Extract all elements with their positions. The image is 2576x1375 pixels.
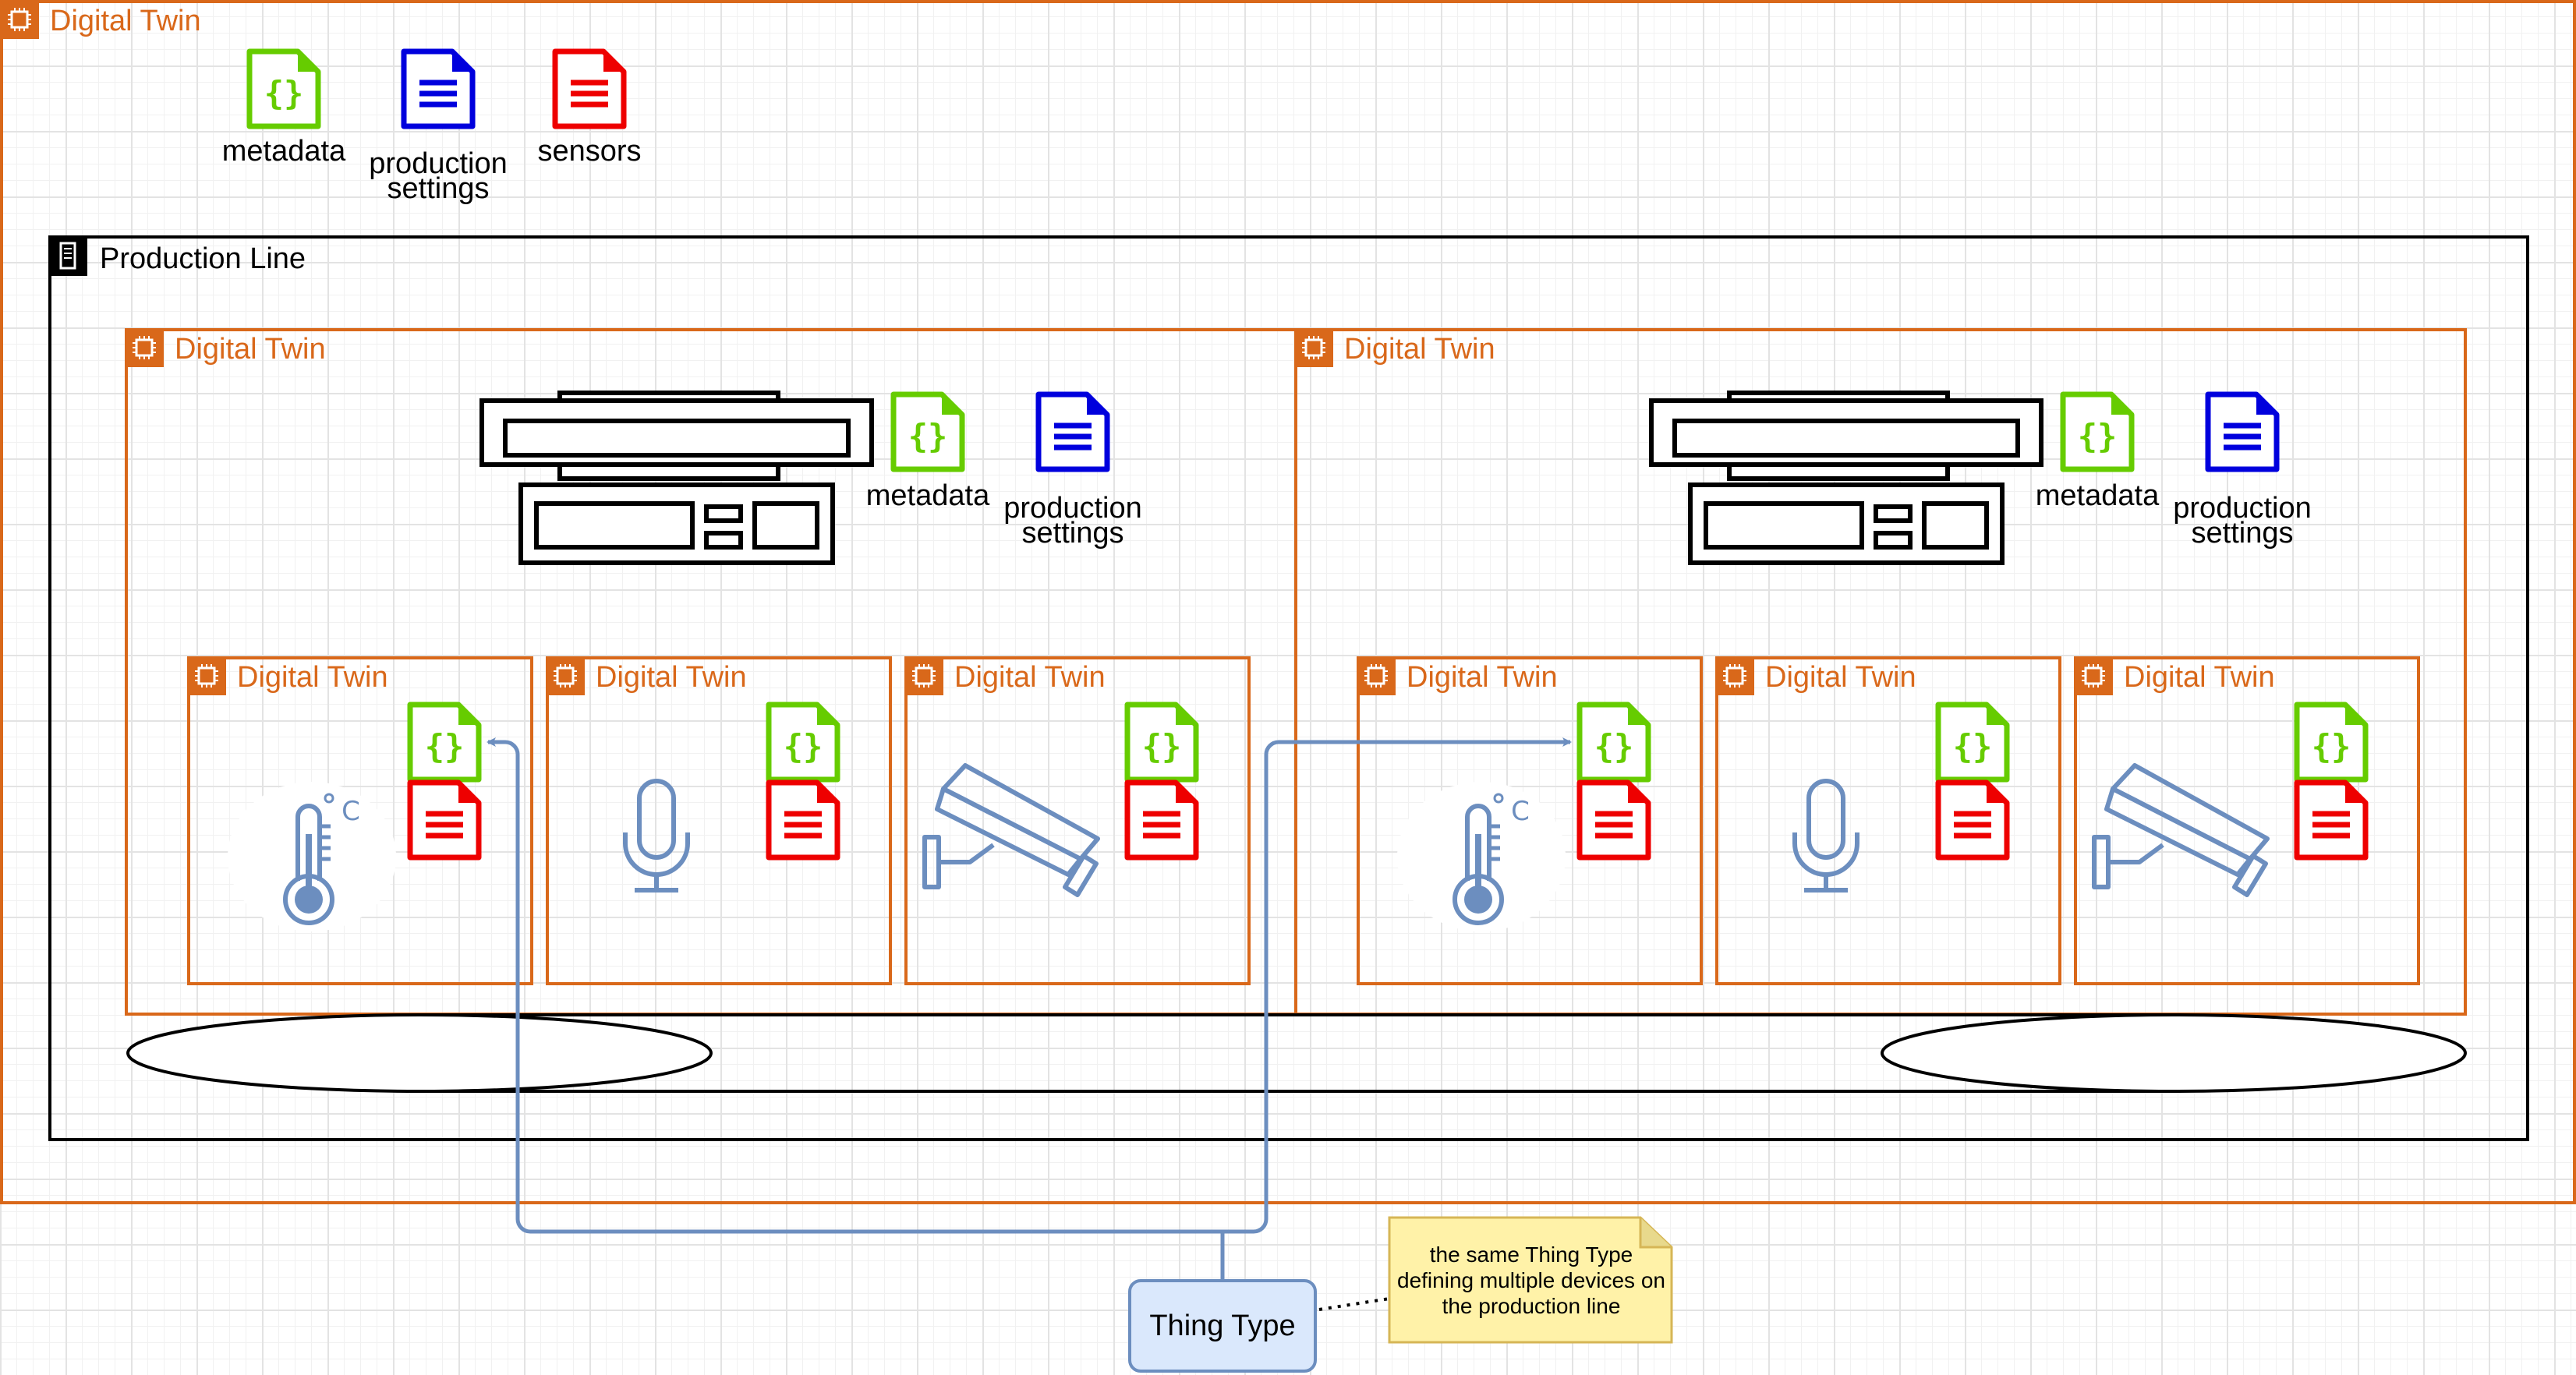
security-camera-icon [2086,762,2281,914]
machine-twin-title: Digital Twin [175,333,326,366]
metadata-icon: {} [407,702,482,786]
machine-twin-title: Digital Twin [1344,333,1495,366]
sensors-icon [407,779,482,864]
production-line-title: Production Line [100,242,306,275]
outer-digital-twin[interactable]: Digital Twin [0,0,2576,1204]
metadata-icon: {} [890,391,965,476]
thing-type-node[interactable]: Thing Type [1128,1279,1317,1373]
metadata-icon: {} [1935,702,2010,786]
sensor-digital-twin[interactable]: Digital Twin [187,656,533,985]
note-link [1318,1297,1390,1311]
chip-icon [1715,656,1754,695]
sensor-digital-twin[interactable]: Digital Twin [2074,656,2420,985]
chip-icon [187,656,226,695]
metadata-icon: {} [2294,702,2369,786]
production-settings-label: production settings [1003,492,1142,550]
metadata-icon: {} [2060,391,2135,476]
note-shape [1388,1216,1673,1344]
metadata-label: metadata [865,479,990,512]
legend-production-settings-icon [401,48,476,133]
sensor-digital-twin[interactable]: Digital Twin [1715,656,2061,985]
sensor-twin-title: Digital Twin [237,661,388,694]
security-camera-icon [917,762,1112,914]
sensors-icon [1576,779,1651,864]
sensor-digital-twin[interactable]: Digital Twin [1357,656,1703,985]
sensor-twin-title: Digital Twin [1407,661,1558,694]
connector-to-sensor-2 [1220,737,1572,1279]
svg-text:{}: {} [908,417,948,455]
chip-icon [1357,656,1396,695]
production-line-box[interactable]: Production Line [48,235,2529,1141]
production-settings-label: production settings [2173,492,2312,550]
svg-text:{}: {} [2312,727,2351,765]
connector-to-sensor-1 [487,737,1225,1279]
metadata-icon: {} [1576,702,1651,786]
chip-icon [1294,328,1333,367]
metadata-icon: {} [1124,702,1199,786]
thermometer-icon: C [220,779,404,938]
svg-text:{}: {} [2078,417,2118,455]
svg-text:{}: {} [264,74,304,112]
chip-icon [546,656,585,695]
sensor-twin-title: Digital Twin [2124,661,2275,694]
chip-icon [2074,656,2113,695]
metadata-icon: {} [766,702,840,786]
svg-text:{}: {} [425,727,465,765]
metadata-label: metadata [2035,479,2160,512]
sensors-icon [1935,779,2010,864]
microphone-icon [621,778,692,899]
server-icon [48,235,87,276]
sensors-icon [2294,779,2369,864]
legend-metadata-label: metadata [221,135,346,168]
legend-sensors-label: sensors [537,135,642,168]
chip-icon [0,0,39,39]
sensor-digital-twin[interactable]: Digital Twin [904,656,1251,985]
legend-sensors-icon [552,48,627,133]
sensor-twin-title: Digital Twin [1765,661,1916,694]
sensor-digital-twin[interactable]: Digital Twin [546,656,892,985]
svg-text:{}: {} [1594,727,1634,765]
svg-text:C: C [341,796,360,827]
production-settings-icon [2205,391,2280,476]
production-machine-icon [479,390,875,573]
chip-icon [904,656,943,695]
svg-text:{}: {} [1953,727,1993,765]
production-settings-icon [1035,391,1110,476]
note-text: the same Thing Type defining multiple de… [1397,1242,1665,1318]
sensor-twin-title: Digital Twin [954,661,1106,694]
production-machine-icon [1648,390,2044,573]
legend-metadata-icon: {} [246,48,321,133]
legend-production-settings-label: production settings [369,147,508,205]
thermometer-icon: C [1389,779,1573,938]
sensors-icon [766,779,840,864]
microphone-icon [1790,778,1862,899]
sensors-icon [1124,779,1199,864]
svg-text:{}: {} [1142,727,1182,765]
chip-icon [125,328,164,367]
outer-twin-title: Digital Twin [50,5,201,37]
svg-text:C: C [1511,796,1530,827]
svg-text:{}: {} [784,727,823,765]
conveyor-belt [126,1013,2467,1093]
sensor-twin-title: Digital Twin [596,661,747,694]
